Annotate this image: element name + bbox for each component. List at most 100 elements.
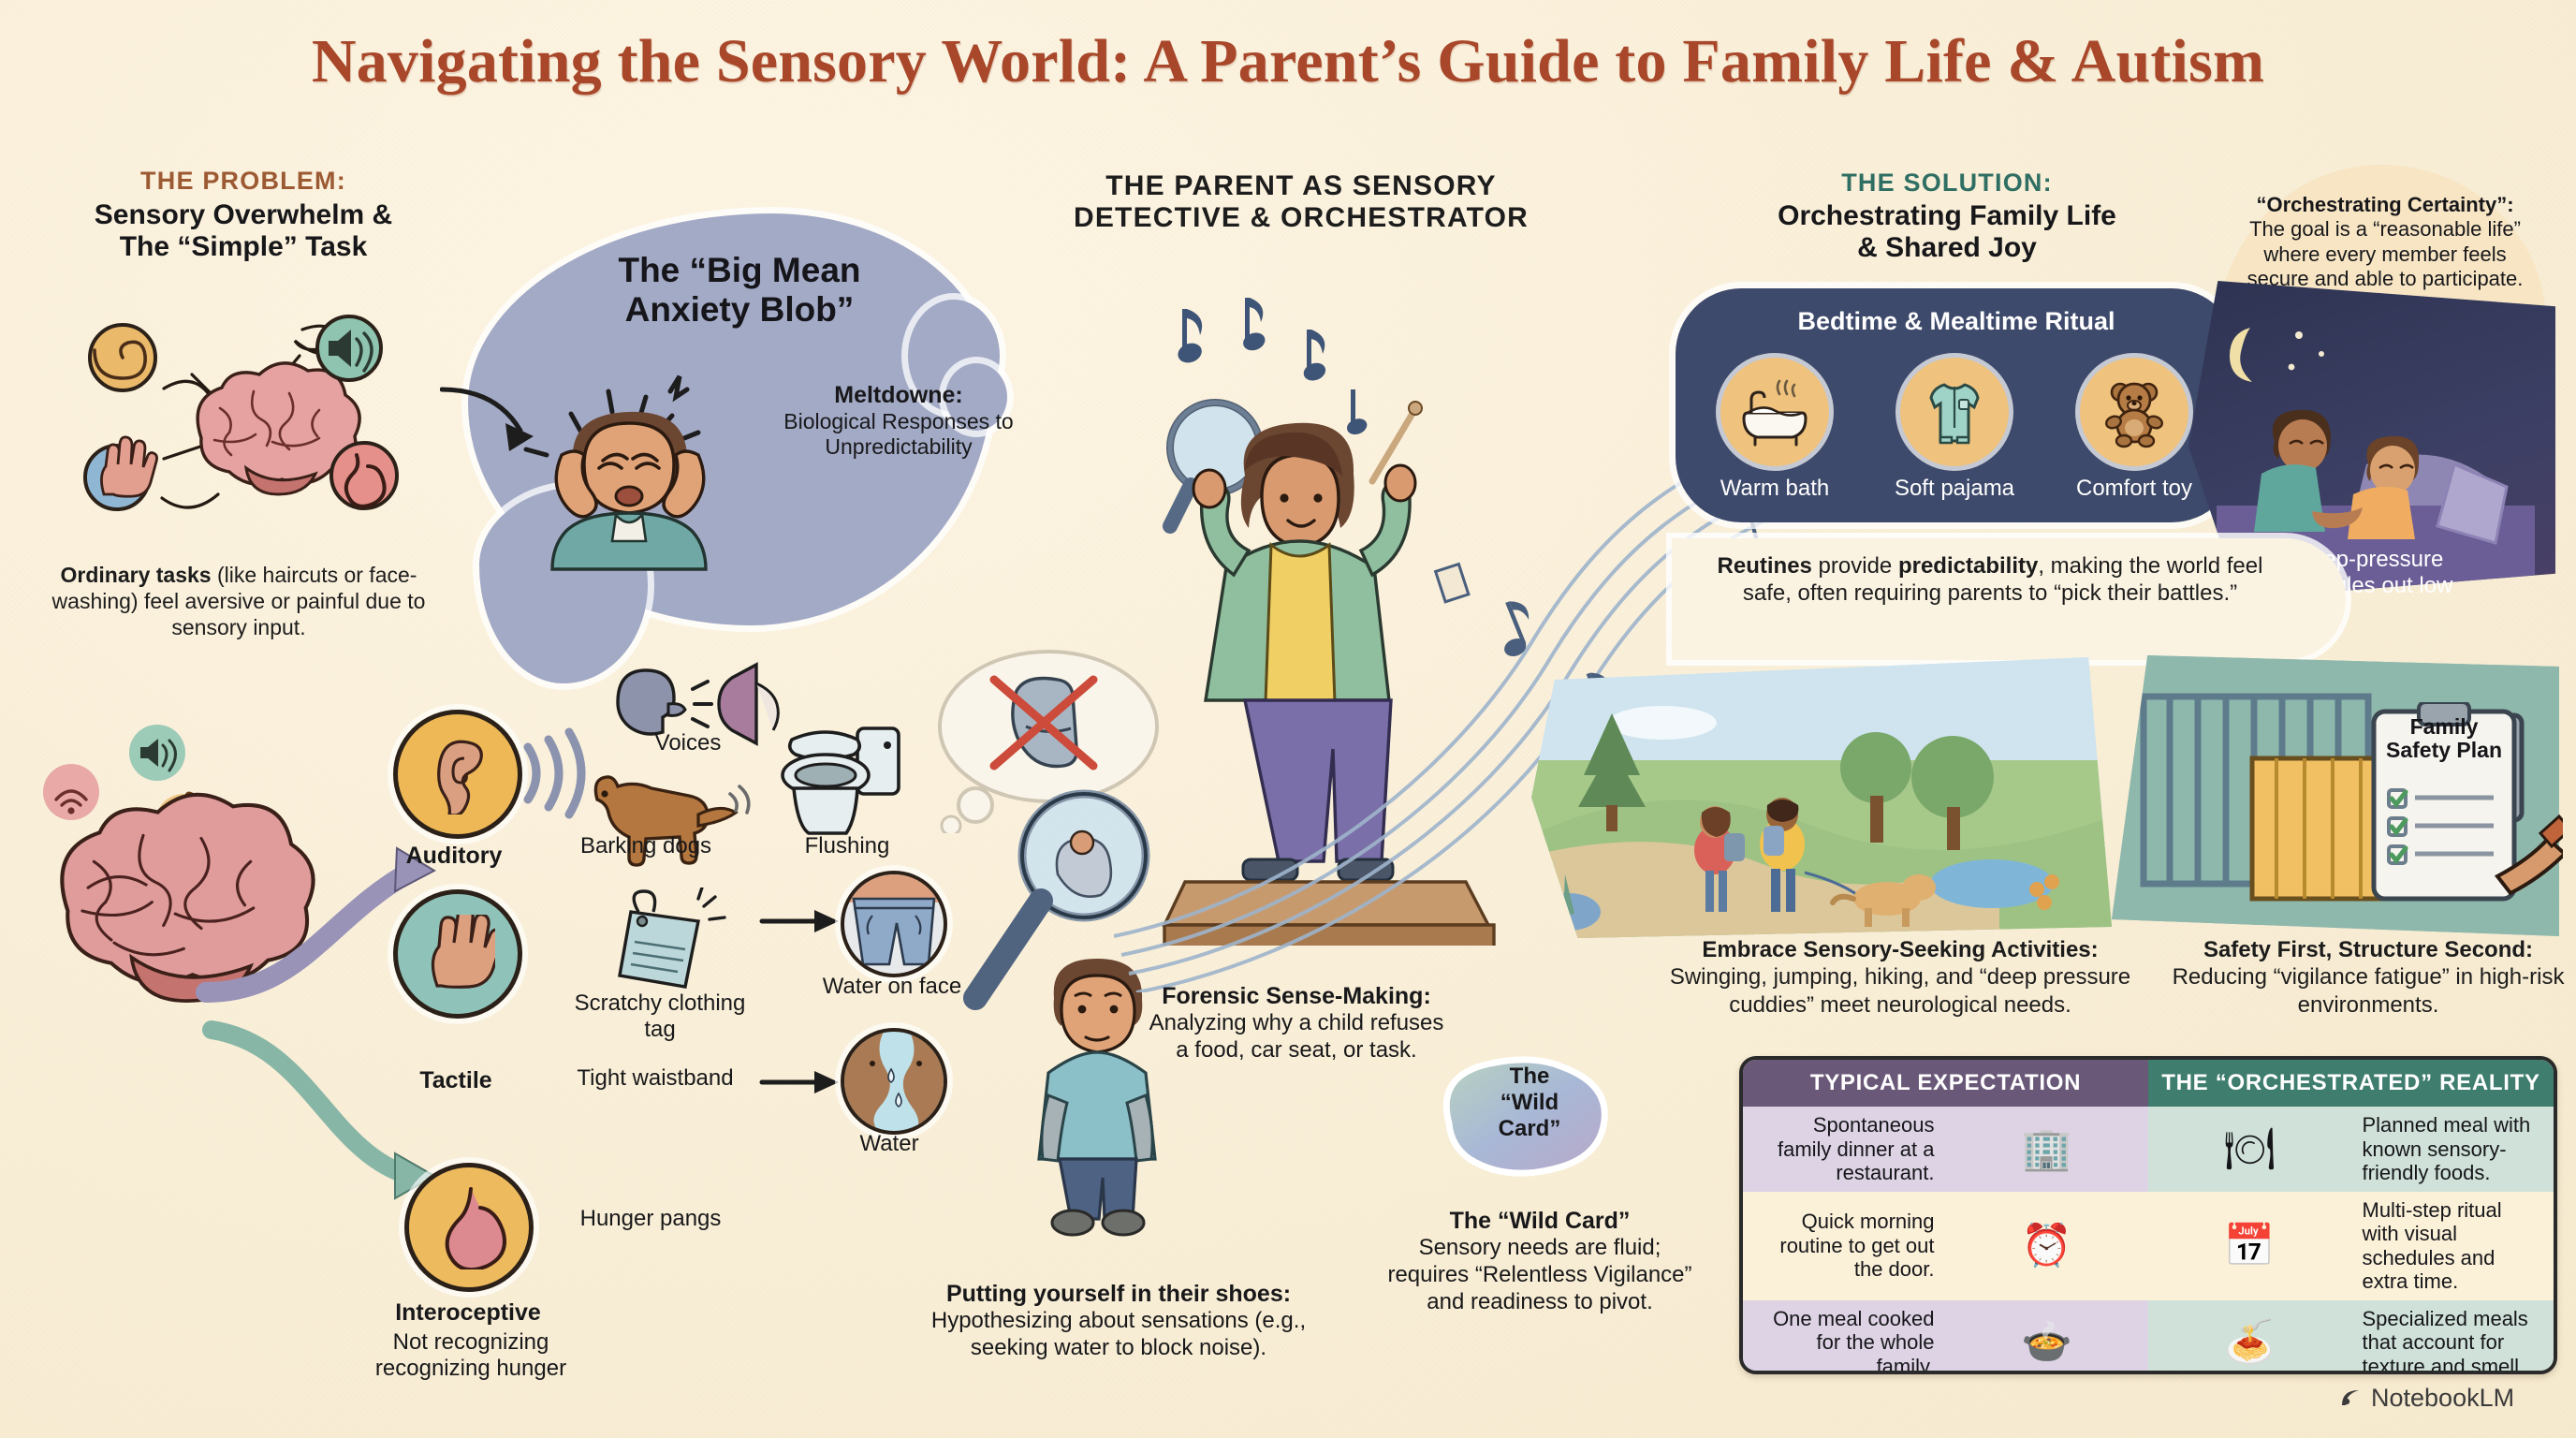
- crossed-out-car-seat-icon: [989, 675, 1098, 770]
- safety-note: Safety First, Structure Second: Reducing…: [2172, 936, 2565, 1019]
- wifi-icon: [43, 764, 99, 820]
- quote-rest: The goal is a “reasonable life” where ev…: [2247, 217, 2524, 291]
- voices-icon: [599, 655, 786, 758]
- hand-icon: [83, 435, 158, 511]
- family-safety-plan-line2: Safety Plan: [2386, 738, 2502, 763]
- teddy-bear-icon: [2080, 358, 2188, 466]
- stomach-icon-2: [445, 1187, 506, 1269]
- forensic-bold: Forensic Sense-Making:: [1162, 983, 1431, 1009]
- blob-title-line2: Anxiety Blob”: [624, 289, 855, 329]
- water-face-icon: [841, 1028, 947, 1135]
- quote-bold: “Orchestrating Certainty”:: [2256, 193, 2514, 216]
- scratchy-clothing-tag-label: Scratchy clothing tag: [574, 990, 746, 1043]
- comfort-toy-label: Comfort toy: [2075, 476, 2193, 501]
- wild-card-badge-line3: Card”: [1498, 1116, 1561, 1141]
- cell-left-0: Spontaneous family dinner at a restauran…: [1743, 1107, 1946, 1192]
- problem-kicker: THE PROBLEM:: [140, 167, 346, 195]
- parent-conductor-icon: [1105, 346, 1535, 951]
- bathtub-icon: [1720, 358, 1829, 466]
- warm-bath-label: Warm bath: [1720, 476, 1830, 501]
- sensory-overwhelm-brain-illustration: [51, 300, 435, 552]
- auditory-channel-icon: [393, 710, 522, 839]
- blob-title-line1: The “Big Mean: [618, 251, 861, 289]
- water-label: Water: [859, 1131, 919, 1156]
- routines-note: Reutines provide predictability, making …: [1690, 552, 2290, 608]
- clothing-tag-icon: [599, 886, 730, 1009]
- hiking-rest: Swinging, jumping, hiking, and “deep pre…: [1669, 964, 2131, 1018]
- table-row: Spontaneous family dinner at a restauran…: [1743, 1107, 2554, 1192]
- solution-heading-group: THE SOLUTION: Orchestrating Family Life …: [1685, 169, 2209, 264]
- flushing-label: Flushing: [804, 833, 890, 858]
- arrow-to-jeans: [758, 904, 842, 938]
- solution-headline-line2: & Shared Joy: [1857, 231, 2037, 263]
- flow-arrow-green: [202, 1020, 437, 1200]
- problem-caption-rest: (like haircuts or face-washing) feel ave…: [51, 563, 426, 640]
- safety-rest: Reducing “vigilance fatigue” in high-ris…: [2172, 964, 2565, 1018]
- detective-kicker-line2: DETECTIVE & ORCHESTRATOR: [1073, 202, 1530, 233]
- jeans-icon: [841, 871, 947, 977]
- interoceptive-channel-icon: [404, 1163, 534, 1292]
- barking-dogs-label: Barking dogs: [579, 833, 712, 858]
- child-covering-ears-icon: [505, 354, 768, 616]
- wild-card-badge-line2: “Wild: [1500, 1090, 1559, 1115]
- speaker-icon-2: [129, 725, 185, 781]
- routines-callout-shape: [1672, 538, 2346, 660]
- problem-heading-group: THE PROBLEM: Sensory Overwhelm & The “Si…: [37, 167, 449, 263]
- hiking-scene-illustration: [1531, 657, 2112, 938]
- speaker-icon: [315, 315, 383, 382]
- page-title: Navigating the Sensory World: A Parent’s…: [311, 27, 2265, 95]
- pajama-icon: [1900, 358, 2009, 466]
- meltdown-note-bold: Meltdowne:: [834, 382, 963, 408]
- thought-bubble: [936, 646, 1161, 837]
- calendar-icon: 📅: [2148, 1191, 2351, 1300]
- ritual-title: Bedtime & Mealtime Ritual: [1797, 307, 2115, 335]
- wild-card-rest: Sensory needs are fluid; requires “Relen…: [1387, 1235, 1692, 1314]
- table-row: Quick morning routine to get out the doo…: [1743, 1191, 2554, 1300]
- swirl-icon: [88, 323, 157, 392]
- shoes-bold: Putting yourself in their shoes:: [945, 1281, 1292, 1307]
- routines-rest: , making the world feel safe, often requ…: [1742, 553, 2263, 607]
- header-typical-expectation: TYPICAL EXPECTATION: [1743, 1060, 2148, 1107]
- header-orchestrated-reality: THE “ORCHESTRATED” REALITY: [2148, 1060, 2554, 1107]
- wild-card-blob: [1427, 1037, 1632, 1206]
- plate-cutlery-icon: 🍽: [2148, 1107, 2351, 1192]
- notebooklm-brand: NotebookLM: [2371, 1384, 2515, 1412]
- table-row: One meal cooked for the whole family. 🍲 …: [1743, 1299, 2554, 1371]
- wild-card-badge-text: The “Wild Card”: [1436, 1064, 1623, 1142]
- blob-title-group: The “Big Mean Anxiety Blob”: [562, 251, 917, 330]
- meltdown-note-rest: Biological Responses to Unpredictability: [783, 409, 1014, 460]
- problem-caption-bold: Ordinary tasks: [60, 563, 212, 587]
- restaurant-icon: 🏢: [1945, 1107, 2148, 1192]
- notebooklm-logo-icon: [2342, 1389, 2359, 1405]
- detective-heading-group: THE PARENT AS SENSORY DETECTIVE & ORCHES…: [1011, 170, 1591, 234]
- meltdown-note: Meltdowne: Biological Responses to Unpre…: [758, 382, 1039, 460]
- interoceptive-label: Interoceptive: [395, 1299, 541, 1326]
- orchestrating-certainty-quote: “Orchestrating Certainty”: The goal is a…: [2239, 193, 2531, 292]
- problem-headline-line1: Sensory Overwhelm &: [94, 199, 393, 230]
- stomach-icon-small: [329, 441, 399, 510]
- hiking-bold: Embrace Sensory-Seeking Activities:: [1702, 937, 2099, 962]
- cell-left-1: Quick morning routine to get out the doo…: [1743, 1191, 1946, 1300]
- family-safety-plan-title: Family Safety Plan: [2374, 714, 2514, 763]
- hunger-pangs-label: Hunger pangs: [579, 1206, 722, 1231]
- anxiety-blob-bubble-2: [945, 363, 1007, 431]
- problem-headline-line2: The “Simple” Task: [119, 230, 368, 262]
- hand-icon-3: [431, 915, 495, 989]
- bowl-icon: 🍝: [2148, 1299, 2351, 1371]
- routines-bold-2: predictability: [1897, 553, 2039, 579]
- interoceptive-sub: Not recognizing recognizing hunger: [374, 1329, 567, 1382]
- solution-headline-line1: Orchestrating Family Life: [1778, 200, 2116, 231]
- child-standing-icon: [1009, 936, 1187, 1245]
- soft-pajama-label: Soft pajama: [1894, 476, 2015, 501]
- music-notes-icon: [1151, 290, 1385, 477]
- cell-right-0: Planned meal with known sensory-friendly…: [2350, 1107, 2554, 1192]
- sound-wave-icon: [513, 721, 588, 824]
- cell-right-1: Multi-step ritual with visual schedules …: [2350, 1191, 2554, 1300]
- flow-arrow-purple: [196, 846, 437, 1003]
- comparison-table: TYPICAL EXPECTATION THE “ORCHESTRATED” R…: [1739, 1056, 2557, 1374]
- toilet-icon: [768, 712, 917, 861]
- routines-bold-1: Reutines: [1717, 553, 1812, 579]
- dog-icon: [552, 758, 758, 880]
- water-on-face-label: Water on face: [822, 974, 962, 999]
